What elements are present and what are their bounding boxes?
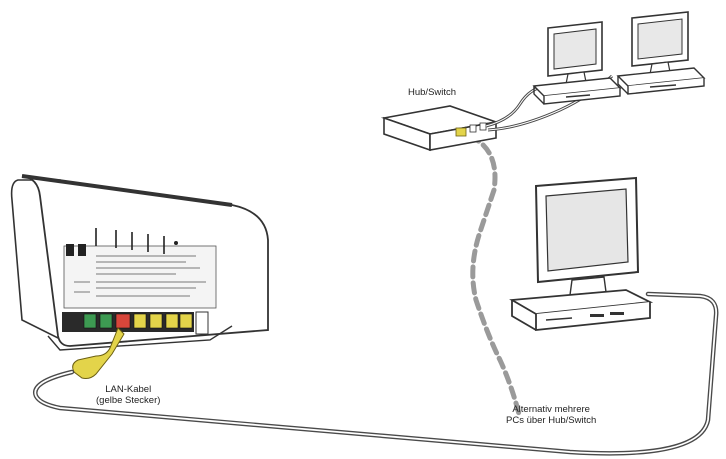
dashed-cable: [467, 133, 523, 421]
alternative-hub-label-line2: PCs über Hub/Switch: [506, 415, 597, 426]
lan-cable-label: LAN-Kabel (gelbe Stecker): [96, 384, 160, 406]
desktop-pc-icon: [616, 11, 706, 95]
desktop-pc-icon: [509, 176, 654, 331]
monitor-icon: [534, 176, 640, 296]
lan-plug-icon: [72, 327, 125, 379]
alternative-hub-label-line1: Alternativ mehrere: [512, 404, 590, 415]
alternative-hub-label: Alternativ mehrere PCs über Hub/Switch: [506, 404, 596, 426]
hub-switch-label: Hub/Switch: [408, 87, 457, 98]
desktop-pc-icon: [532, 21, 622, 105]
lan-cable-label-line1: LAN-Kabel: [105, 384, 152, 395]
lan-cable-label-line2: (gelbe Stecker): [96, 395, 161, 406]
router-icon: [10, 174, 269, 351]
